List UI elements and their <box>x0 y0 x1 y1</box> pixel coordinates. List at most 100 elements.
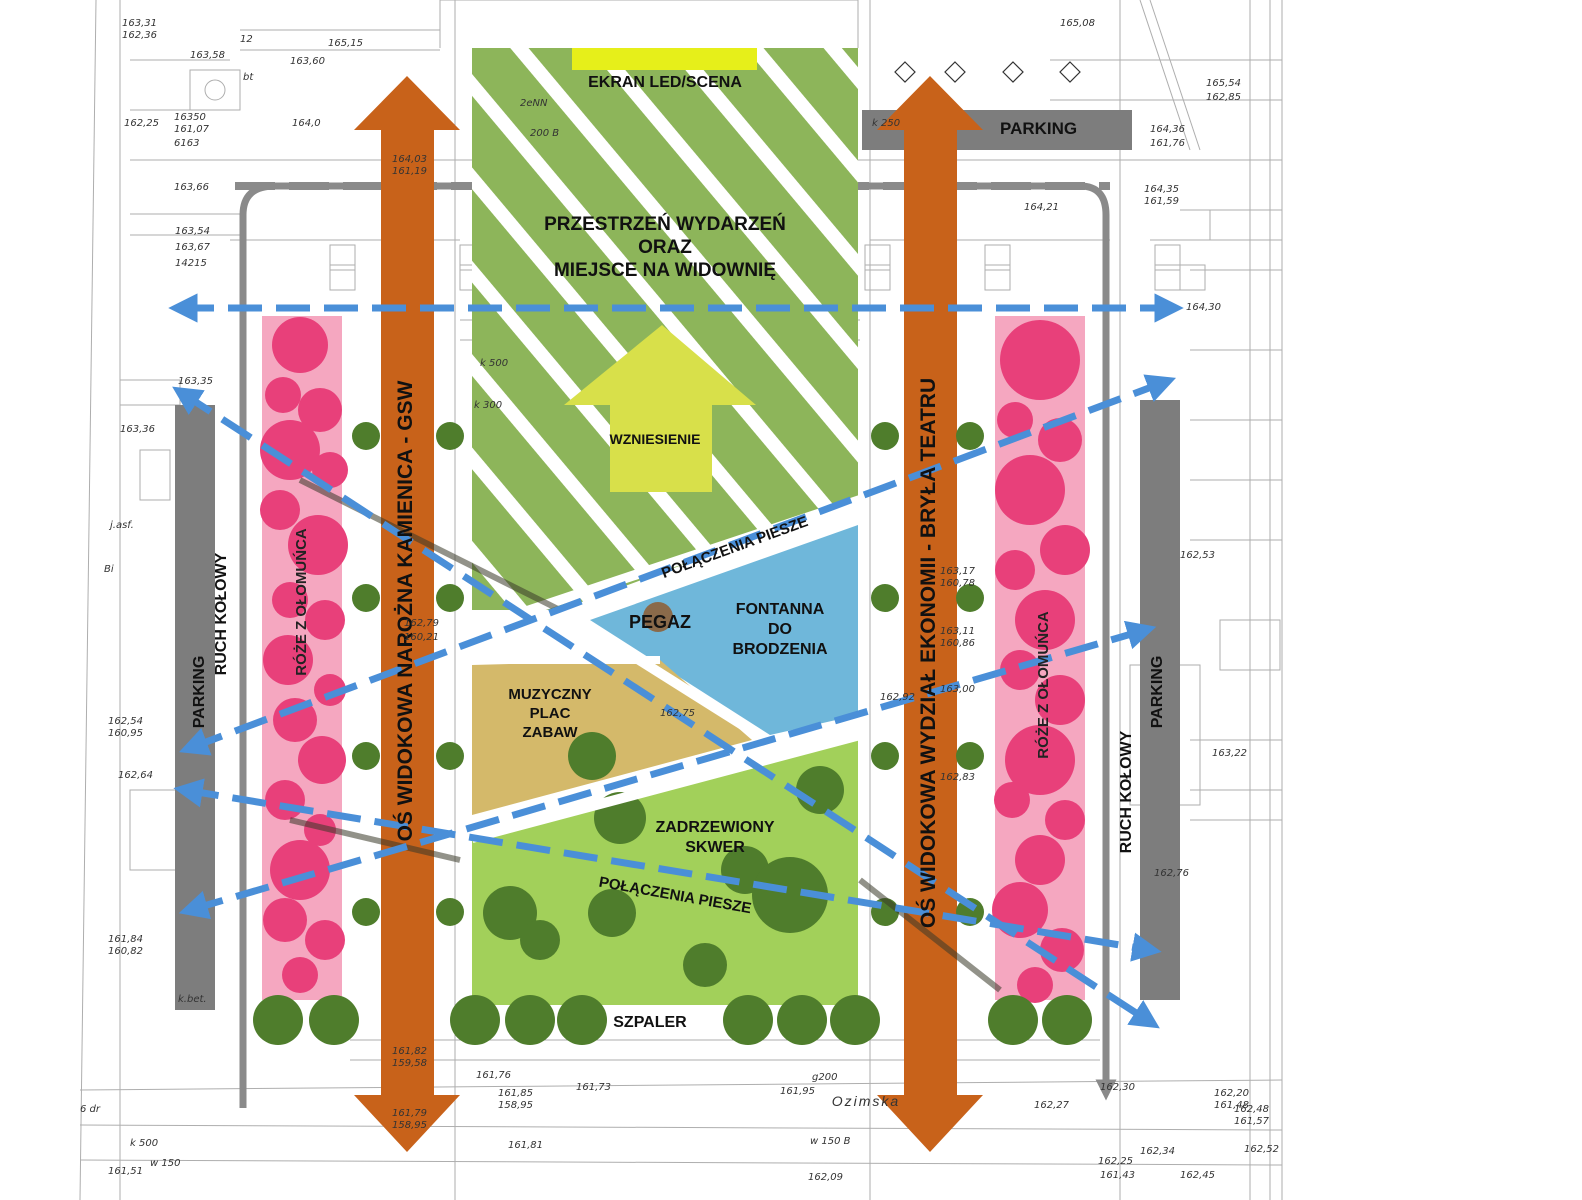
survey-elevation-text: 158,95 <box>392 1120 427 1131</box>
tree-icon <box>309 995 359 1045</box>
survey-elevation-text: 16350 <box>174 112 206 123</box>
survey-elevation-text: 162,34 <box>1140 1146 1175 1157</box>
survey-elevation-text: 162,85 <box>1206 92 1241 103</box>
roses-left-label: RÓŻE Z OŁOMUŃCA <box>293 528 310 676</box>
tree-icon <box>436 422 464 450</box>
rose-bush-icon <box>1045 800 1085 840</box>
survey-elevation-text: 162,09 <box>808 1172 843 1183</box>
survey-elevation-text: k 250 <box>872 118 901 129</box>
survey-elevation-text: 161,76 <box>1150 138 1185 149</box>
traffic-right-label: RUCH KOŁOWY <box>1118 730 1135 854</box>
survey-elevation-text: 162,52 <box>1244 1144 1279 1155</box>
traffic-left-label: RUCH KOŁOWY <box>213 552 230 676</box>
pedestrian-links <box>168 293 1184 1029</box>
rose-bush-icon <box>1000 320 1080 400</box>
rose-bush-icon <box>265 780 305 820</box>
survey-elevation-text: k.bet. <box>178 994 207 1005</box>
survey-elevation-text: k 300 <box>474 400 503 411</box>
fountain-label: FONTANNA DO BRODZENIA <box>732 601 828 658</box>
survey-elevation-text: 162,79 <box>404 618 439 629</box>
parking-top-label: PARKING <box>1000 119 1078 138</box>
view-axis-left-label: OŚ WIDOKOWA NAROŻNA KAMIENICA - GSW <box>394 380 417 842</box>
survey-elevation-text: 161,59 <box>1144 196 1179 207</box>
tree-icon <box>352 584 380 612</box>
tree-icon <box>352 422 380 450</box>
survey-elevation-text: 163,00 <box>940 684 975 695</box>
survey-elevation-text: 14215 <box>175 258 207 269</box>
survey-elevation-text: 164,21 <box>1024 202 1059 213</box>
rose-bush-icon <box>1000 650 1040 690</box>
survey-elevation-text: 162,83 <box>940 772 975 783</box>
survey-elevation-text: 162,25 <box>124 118 159 129</box>
survey-elevation-text: 161,07 <box>174 124 209 135</box>
tree-icon <box>956 742 984 770</box>
tree-icon <box>777 995 827 1045</box>
survey-elevation-text: 2eNN <box>520 98 548 109</box>
rose-bush-icon <box>270 840 330 900</box>
paving-diamonds <box>894 61 1081 83</box>
survey-elevation-text: 161,43 <box>1100 1170 1135 1181</box>
music-playground-label: MUZYCZNY PLAC ZABAW <box>508 686 592 741</box>
survey-elevation-text: 161,57 <box>1234 1116 1269 1127</box>
rose-bush-icon <box>1015 835 1065 885</box>
survey-elevation-text: 162,76 <box>1154 868 1189 879</box>
survey-elevation-text: bt <box>243 72 254 83</box>
tree-icon <box>505 995 555 1045</box>
tree-icon <box>436 584 464 612</box>
rose-bush-icon <box>272 317 328 373</box>
survey-elevation-text: 200 B <box>530 128 560 139</box>
survey-elevation-text: 6 dr <box>80 1104 100 1115</box>
rose-bush-icon <box>1040 525 1090 575</box>
rose-bush-icon <box>282 957 318 993</box>
survey-elevation-text: g200 <box>812 1072 838 1083</box>
tree-square-label: ZADRZEWIONY SKWER <box>655 819 775 856</box>
tree-icon <box>520 920 560 960</box>
survey-elevation-text: 162,75 <box>660 708 695 719</box>
tree-icon <box>871 742 899 770</box>
survey-elevation-text: 163,11 <box>940 626 975 637</box>
survey-elevation-text: 161,19 <box>392 166 427 177</box>
survey-elevation-text: 163,22 <box>1212 748 1247 759</box>
survey-elevation-text: 162,45 <box>1180 1170 1215 1181</box>
survey-elevation-text: 163,66 <box>174 182 209 193</box>
tree-icon <box>871 422 899 450</box>
survey-elevation-text: 162,92 <box>880 692 915 703</box>
survey-elevation-text: 160,78 <box>940 578 975 589</box>
survey-elevation-text: 162,25 <box>1098 1156 1133 1167</box>
tree-icon <box>352 898 380 926</box>
survey-elevation-text: k 500 <box>480 358 509 369</box>
event-space-label: PRZESTRZEŃ WYDARZEŃ ORAZ MIEJSCE NA WIDO… <box>544 214 786 281</box>
survey-elevation-text: 164,36 <box>1150 124 1185 135</box>
survey-elevation-text: 165,08 <box>1060 18 1095 29</box>
survey-elevation-text: 162,20 <box>1214 1088 1249 1099</box>
survey-elevation-text: Bi <box>104 564 114 575</box>
tree-icon <box>436 742 464 770</box>
survey-elevation-text: 161,85 <box>498 1088 533 1099</box>
survey-elevation-text: 163,67 <box>175 242 210 253</box>
survey-elevation-text: 165,54 <box>1206 78 1241 89</box>
tree-icon <box>796 766 844 814</box>
parking-right-label: PARKING <box>1149 655 1166 729</box>
survey-elevation-text: 161,82 <box>392 1046 427 1057</box>
survey-elevation-text: 163,60 <box>290 56 325 67</box>
survey-elevation-text: 161,76 <box>476 1070 511 1081</box>
tree-icon <box>1042 995 1092 1045</box>
survey-elevation-text: 162,64 <box>118 770 153 781</box>
survey-elevation-text: 164,03 <box>392 154 427 165</box>
tree-icon <box>988 995 1038 1045</box>
two-way-arrow-icon <box>173 778 1162 962</box>
survey-elevation-text: 163,54 <box>175 226 210 237</box>
rose-bush-icon <box>305 920 345 960</box>
survey-elevation-text: 12 <box>240 34 253 45</box>
survey-elevation-text: 160,21 <box>404 632 439 643</box>
survey-elevation-text: 163,31 <box>122 18 157 29</box>
survey-elevation-text: 161,51 <box>108 1166 143 1177</box>
tree-icon <box>352 742 380 770</box>
survey-elevation-text: 164,0 <box>292 118 321 129</box>
rose-bush-icon <box>995 550 1035 590</box>
rose-bush-icon <box>298 736 346 784</box>
survey-elevation-text: 161,73 <box>576 1082 611 1093</box>
survey-elevation-text: 160,86 <box>940 638 975 649</box>
tree-icon <box>871 584 899 612</box>
